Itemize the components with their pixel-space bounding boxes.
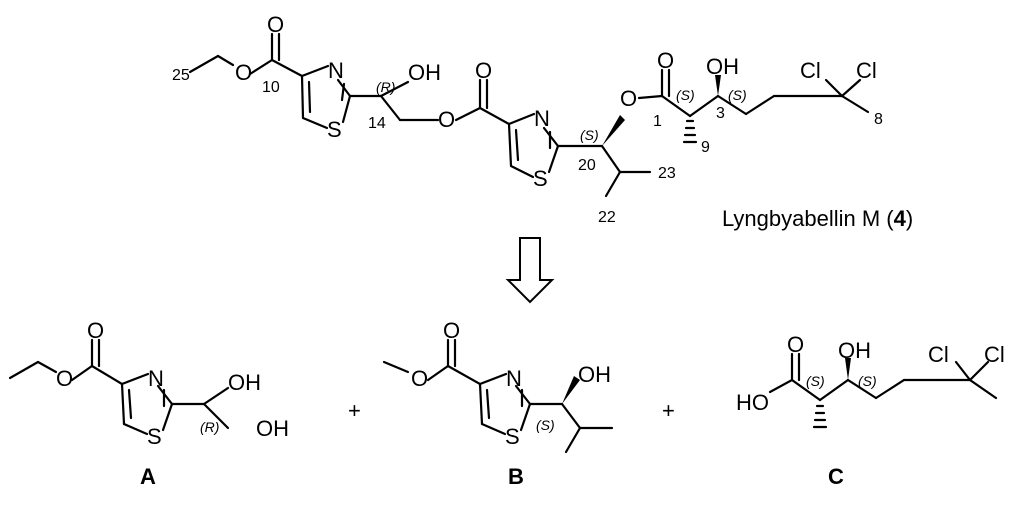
- atom-o: O: [56, 366, 73, 391]
- locant-1: 1: [653, 113, 662, 130]
- atom-cl: Cl: [984, 342, 1005, 367]
- locant-20: 20: [578, 157, 596, 174]
- locant-25: 25: [172, 67, 190, 84]
- atom-o: O: [443, 318, 460, 343]
- atom-cl: Cl: [928, 342, 949, 367]
- atom-s: S: [533, 166, 548, 191]
- locant-8: 8: [874, 111, 883, 128]
- atom-s: S: [505, 424, 520, 449]
- stereo-s: (S): [728, 87, 747, 103]
- atom-n: N: [328, 58, 344, 83]
- atom-oh: OH: [408, 60, 441, 85]
- atom-cl: Cl: [800, 58, 821, 83]
- locant-3: 3: [716, 105, 725, 122]
- atom-s: S: [147, 424, 162, 449]
- atom-n: N: [148, 366, 164, 391]
- atom-oh: OH: [706, 54, 739, 79]
- atom-oh: OH: [838, 338, 871, 363]
- atom-cl: Cl: [856, 58, 877, 83]
- locant-22: 22: [598, 209, 616, 226]
- locant-10: 10: [262, 79, 280, 96]
- stereo-s: (S): [580, 127, 599, 143]
- atom-oh: OH: [256, 416, 289, 441]
- atom-o: O: [657, 48, 674, 73]
- atom-o: O: [411, 366, 428, 391]
- fragment-label-c: C: [828, 464, 844, 489]
- atom-n: N: [534, 106, 550, 131]
- lyngbyabellin-m-structure: [188, 32, 870, 198]
- hashed-wedge: [812, 404, 828, 429]
- locant-14: 14: [368, 115, 386, 132]
- locant-9: 9: [701, 139, 710, 156]
- fragment-c-structure: [768, 352, 998, 429]
- plus-sign: +: [662, 398, 675, 423]
- atom-o: O: [620, 86, 637, 111]
- stereo-s: (S): [858, 373, 877, 389]
- atom-oh: OH: [578, 362, 611, 387]
- atom-o: O: [267, 12, 284, 37]
- stereo-s: (S): [676, 87, 695, 103]
- stereo-s: (S): [536, 417, 555, 433]
- stereo-r: (R): [200, 419, 219, 435]
- plus-sign: +: [348, 398, 361, 423]
- atom-s: S: [327, 117, 342, 142]
- atom-n: N: [506, 366, 522, 391]
- atom-oh: OH: [228, 370, 261, 395]
- atom-o: O: [787, 332, 804, 357]
- atom-ho: HO: [736, 390, 769, 415]
- hashed-wedge: [682, 119, 698, 144]
- stereo-s: (S): [806, 373, 825, 389]
- fragment-b-structure: [382, 338, 614, 454]
- fragment-a-structure: [8, 338, 230, 436]
- atom-o: O: [475, 58, 492, 83]
- atom-o: O: [87, 318, 104, 343]
- retrosynthesis-arrow: [505, 237, 555, 304]
- fragment-label-a: A: [140, 464, 156, 489]
- locant-23: 23: [658, 165, 676, 182]
- stereo-r: (R): [376, 79, 395, 95]
- fragment-label-b: B: [508, 464, 524, 489]
- atom-o: O: [438, 107, 455, 132]
- compound-name: Lyngbyabellin M (4): [722, 206, 913, 231]
- atom-o: O: [235, 60, 252, 85]
